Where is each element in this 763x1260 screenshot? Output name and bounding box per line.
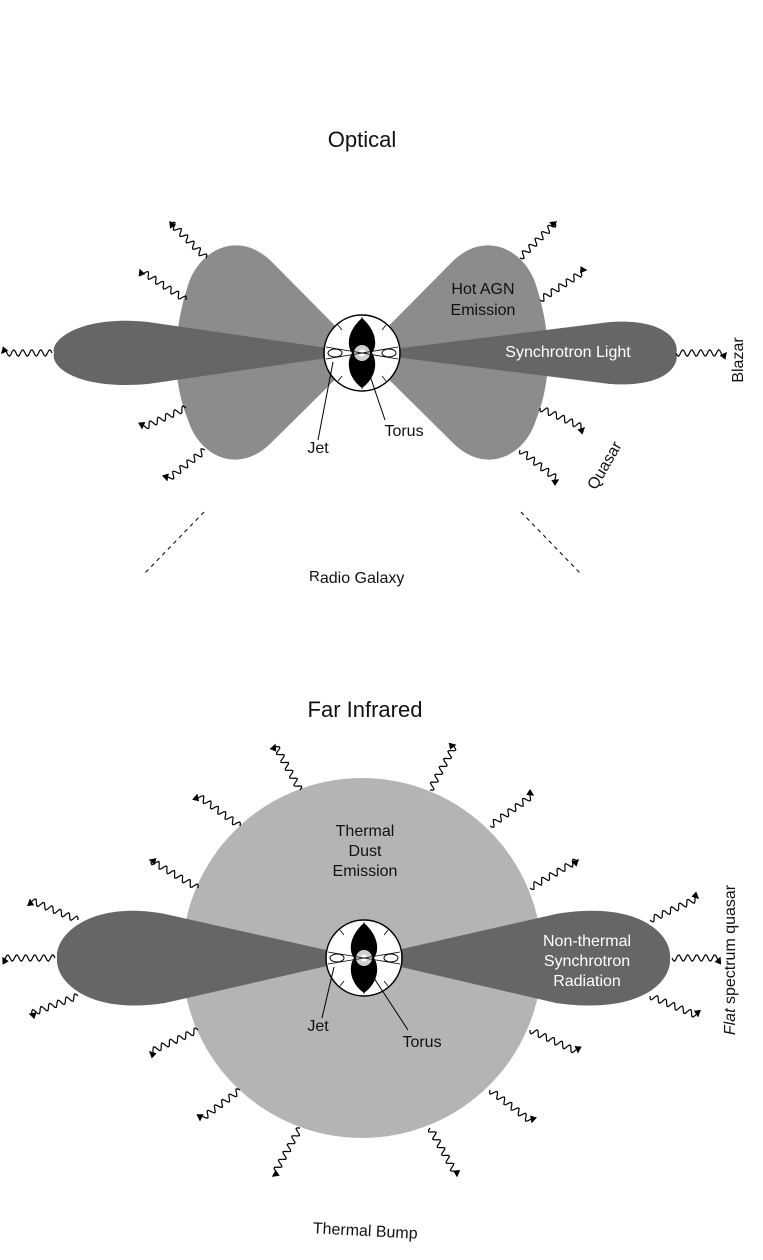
fir-central-engine (325, 919, 403, 997)
fir-left-jet (56, 910, 362, 1006)
optical-wavy-arrow (675, 349, 727, 360)
optical-jet-label: Jet (307, 440, 329, 457)
optical-title: Optical (328, 127, 396, 152)
fir-wavy-arrow (192, 793, 242, 827)
fir-wavy-arrow (649, 891, 700, 923)
optical-left-dashed-line (144, 511, 205, 574)
fir-nonthermal-label-1: Non-thermal (543, 933, 631, 950)
fir-wavy-arrow (269, 743, 303, 791)
optical-jet-leader (317, 361, 334, 441)
fir-torus-label: Torus (402, 1034, 441, 1051)
optical-torus-label: Torus (384, 423, 423, 440)
fir-jet-label: Jet (307, 1018, 329, 1035)
optical-wavy-arrow (519, 221, 558, 260)
fir-wavy-arrow (529, 1029, 582, 1054)
fir-wavy-arrow (2, 954, 56, 965)
optical-hot-agn-label-2: Emission (451, 302, 516, 319)
optical-wavy-arrow (518, 449, 560, 487)
fir-flat-spectrum-label: Flat spectrum quasar (722, 884, 739, 1035)
optical-wavy-arrow (161, 448, 206, 482)
optical-torus-leader (367, 369, 386, 421)
optical-wavy-arrow (138, 405, 187, 430)
far-infrared-title: Far Infrared (308, 697, 423, 722)
optical-hot-agn-label-1: Hot AGN (451, 281, 514, 298)
fir-wavy-arrow (529, 858, 580, 891)
optical-left-jet (53, 320, 363, 386)
fir-wavy-arrow (148, 858, 199, 889)
optical-right-dashed-line (520, 511, 581, 574)
fir-wavy-arrow (28, 993, 79, 1020)
optical-panel: Optical (1, 127, 747, 587)
optical-wavy-arrow (539, 266, 588, 303)
optical-wavy-arrow (169, 220, 208, 259)
fir-thermal-bump-label: Thermal Bump (312, 1220, 418, 1242)
fir-wavy-arrow (488, 1089, 537, 1124)
fir-wavy-arrow (271, 1127, 301, 1177)
fir-torus-leader (371, 974, 409, 1031)
optical-quasar-label: Quasar (585, 438, 626, 493)
fir-thermal-label-1: Thermal (336, 823, 395, 840)
fir-nonthermal-label-3: Radiation (553, 973, 621, 990)
optical-synchrotron-label: Synchrotron Light (505, 344, 631, 361)
fir-wavy-arrow (427, 1127, 461, 1178)
fir-emission-arrows (2, 742, 722, 1178)
optical-central-engine (323, 314, 401, 392)
fir-wavy-arrow (649, 994, 701, 1018)
optical-wavy-arrow (539, 407, 586, 435)
optical-radio-galaxy-label: Radio Galaxy (309, 568, 404, 587)
optical-wavy-arrow (1, 346, 53, 357)
fir-thermal-label-3: Emission (333, 863, 398, 880)
far-infrared-panel: Far Infrared (2, 697, 739, 1243)
fir-nonthermal-label-2: Synchrotron (544, 953, 630, 970)
optical-emission-arrows (1, 220, 727, 487)
fir-wavy-arrow (148, 1027, 199, 1059)
fir-wavy-arrow (429, 742, 457, 791)
fir-jet-leader (321, 966, 335, 1019)
optical-right-jet (362, 321, 677, 385)
optical-blazar-label: Blazar (730, 337, 747, 383)
fir-wavy-arrow (196, 1088, 241, 1122)
fir-right-jet (362, 910, 671, 1006)
fir-wavy-arrow (27, 898, 79, 922)
fir-thermal-label-2: Dust (349, 843, 382, 860)
fir-wavy-arrow (671, 954, 722, 965)
fir-wavy-arrow (489, 788, 535, 828)
optical-wavy-arrow (138, 268, 187, 301)
